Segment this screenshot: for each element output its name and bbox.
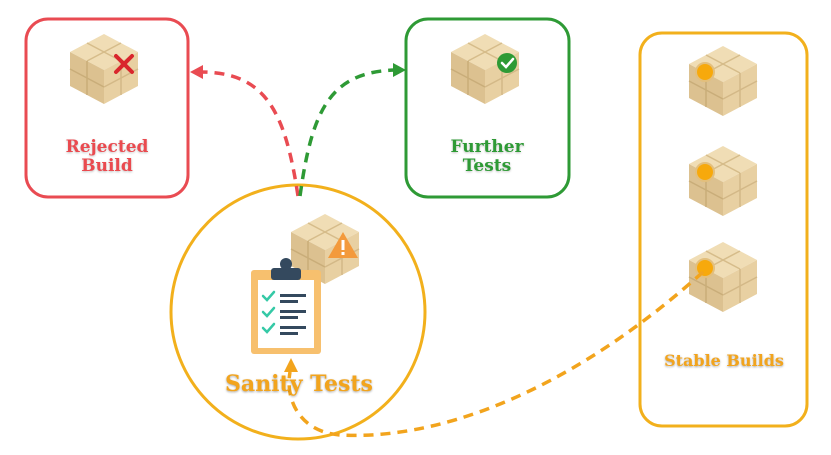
check-icon <box>497 53 517 73</box>
further-tests-card <box>404 17 571 199</box>
rejected-build-line2: Build <box>81 155 133 176</box>
cross-icon <box>114 54 134 74</box>
arrow-to-rejected <box>190 65 300 197</box>
arrow-to-further <box>298 63 406 197</box>
further-tests-label: Further Tests <box>426 138 548 175</box>
warning-icon <box>328 232 358 258</box>
stable-builds-card <box>638 31 809 428</box>
stable-builds-label: Stable Builds <box>664 351 784 370</box>
rejected-build-label: Rejected Build <box>46 138 168 175</box>
rejected-build-line1: Rejected <box>65 137 149 157</box>
further-tests-line1: Further <box>450 137 524 157</box>
further-tests-line2: Tests <box>462 155 512 176</box>
rejected-build-card <box>24 17 190 199</box>
orange-dot-icon <box>695 62 715 82</box>
arrow-stable-to-sanity <box>284 270 705 438</box>
sanity-tests-label: Sanity Tests <box>225 371 373 397</box>
clipboard-icon <box>251 258 321 354</box>
orange-dot-icon <box>695 162 715 182</box>
